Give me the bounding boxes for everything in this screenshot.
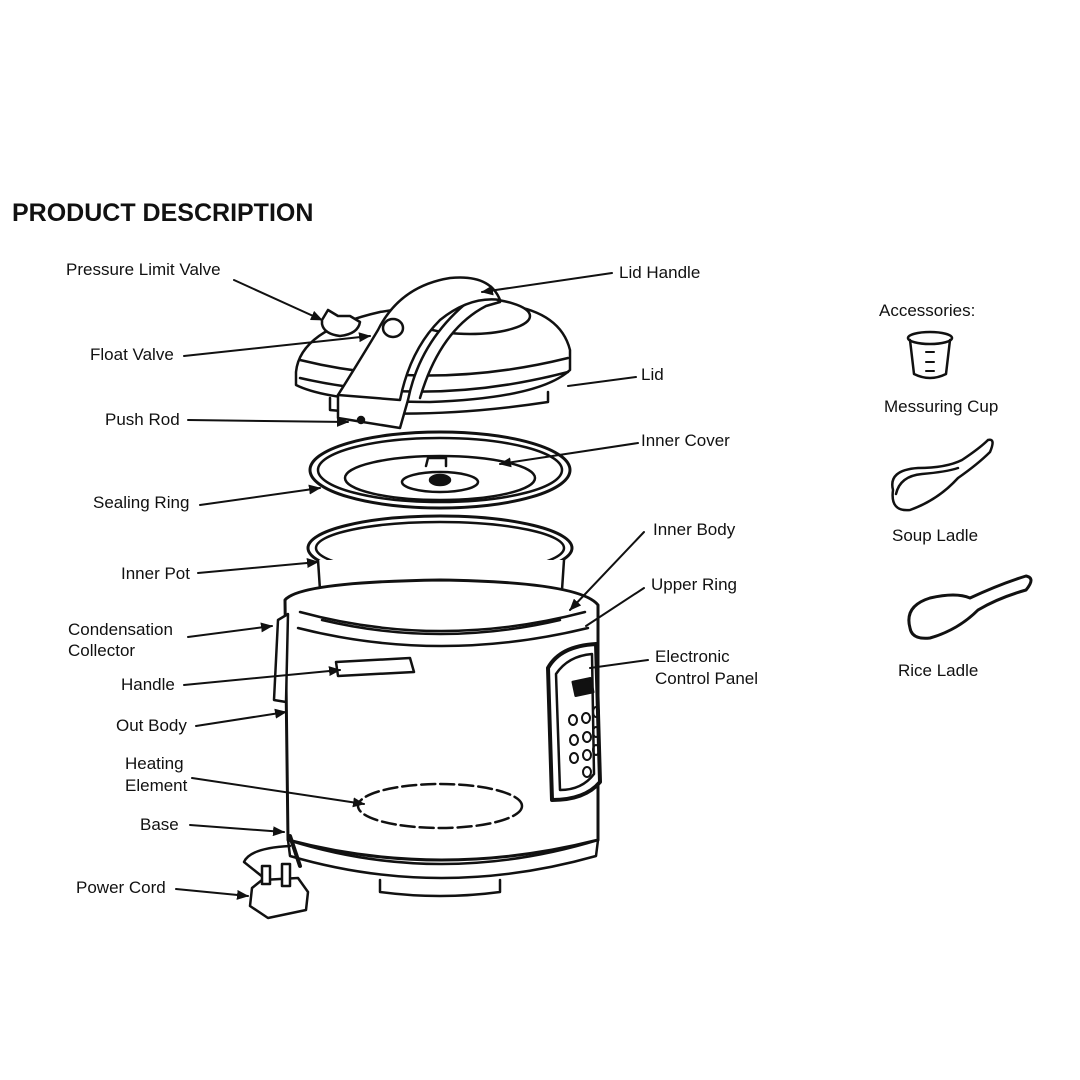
label-handle: Handle (121, 675, 175, 694)
label-base: Base (140, 815, 179, 834)
label-inner-body: Inner Body (653, 520, 736, 539)
rice-ladle-icon (907, 574, 1033, 640)
pressure-limit-valve-drawing (320, 308, 362, 338)
sealing-ring-drawing (308, 430, 572, 510)
label-float-valve: Float Valve (90, 345, 174, 364)
label-inner-pot: Inner Pot (121, 564, 190, 583)
label-out-body: Out Body (116, 716, 187, 735)
page-title: PRODUCT DESCRIPTION (12, 199, 314, 227)
accessory-label-soup-ladle: Soup Ladle (892, 526, 979, 545)
label-sealing-ring: Sealing Ring (93, 493, 190, 512)
label-push-rod: Push Rod (105, 410, 180, 429)
label-lid: Lid (641, 365, 664, 384)
label-control-panel-line1: Electronic (655, 647, 730, 666)
label-upper-ring: Upper Ring (651, 575, 737, 594)
soup-ladle-icon (891, 438, 994, 512)
label-inner-cover: Inner Cover (641, 431, 730, 450)
label-heating-element-line2: Element (125, 776, 188, 795)
label-condensation-collector-line1: Condensation (68, 620, 173, 639)
label-control-panel-line2: Control Panel (655, 669, 759, 688)
label-lid-handle: Lid Handle (619, 263, 701, 282)
label-power-cord: Power Cord (76, 878, 166, 897)
leader-lines (175, 272, 649, 900)
power-cord-drawing (242, 834, 310, 920)
label-pressure-limit-valve: Pressure Limit Valve (66, 260, 221, 279)
accessory-label-measuring-cup: Messuring Cup (884, 397, 999, 416)
label-heating-element-line1: Heating (125, 754, 184, 773)
outer-body-drawing (272, 578, 602, 898)
measuring-cup-icon (906, 330, 954, 380)
accessories-heading: Accessories: (879, 301, 976, 320)
label-condensation-collector-line2: Collector (68, 641, 136, 660)
accessory-label-rice-ladle: Rice Ladle (898, 661, 979, 680)
lid-handle-drawing (336, 276, 502, 430)
